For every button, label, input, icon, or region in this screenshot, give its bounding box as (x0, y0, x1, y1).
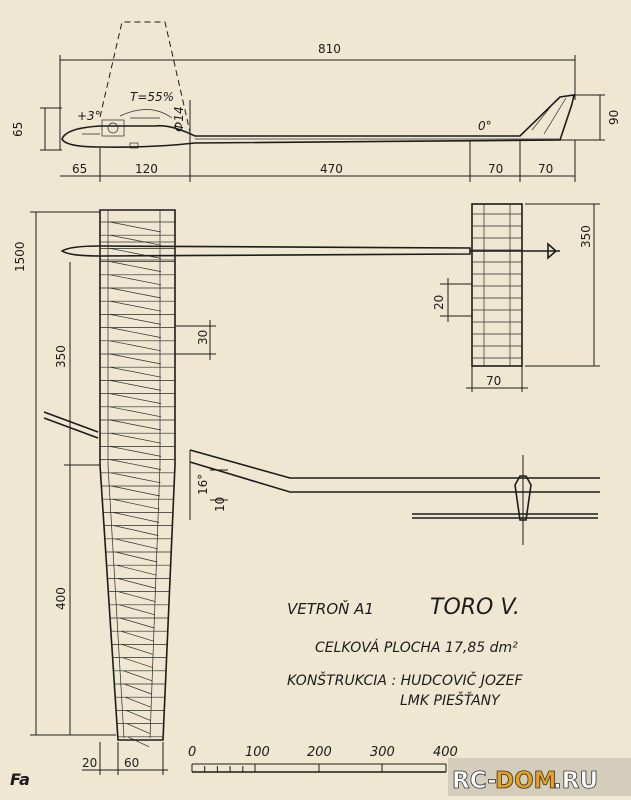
wing-top-view: 1500 350 30 400 20 60 (13, 209, 471, 775)
dim-span: 1500 (13, 241, 27, 272)
rib-line (109, 261, 162, 272)
construction-line1: KONŠTRUKCIA : HUDCOVIČ JOZEF (287, 671, 523, 689)
scale-tick-200: 200 (307, 745, 332, 760)
scale-tick-100: 100 (245, 745, 270, 760)
rib-line (117, 578, 157, 589)
rib-line (109, 366, 162, 378)
rib-line (127, 736, 150, 748)
dim-total-length: 810 (318, 42, 341, 56)
signature: Fa (10, 770, 30, 789)
dim-root-60: 60 (124, 756, 139, 770)
rib-line (109, 221, 162, 233)
dim-seg-470: 470 (320, 162, 343, 176)
wing-outline (99, 209, 176, 741)
title-block: VETROŇ A1 TORO V. CELKOVÁ PLOCHA 17,85 d… (287, 595, 523, 709)
watermark: RC- DOM .RU (448, 758, 631, 796)
dim-seg-70a: 70 (488, 162, 503, 176)
front-view: 16° 10 (189, 449, 600, 545)
scale-tick-0: 0 (188, 745, 196, 760)
rib-line (115, 551, 158, 563)
scale-tick-300: 300 (370, 745, 395, 760)
rib-line (122, 657, 153, 668)
scale-bar: 0 100 200 300 400 (188, 745, 458, 773)
dim-seg-70b: 70 (538, 162, 553, 176)
rib-line (109, 234, 162, 246)
dim-fin-height: 90 (607, 110, 621, 125)
rib-line (109, 459, 162, 470)
rib-line (119, 617, 155, 629)
stabilizer-outline (471, 203, 523, 367)
watermark-part2: DOM (495, 768, 557, 794)
watermark-part3: .RU (553, 768, 598, 794)
rib-line (110, 472, 161, 484)
rib-line (109, 300, 162, 312)
rib-line (119, 604, 155, 616)
rib-line (109, 380, 162, 391)
rib-line (109, 248, 162, 259)
rib-line (109, 432, 162, 444)
title-name: TORO V. (430, 595, 520, 620)
rib-line (113, 512, 160, 523)
dim-stab-chord: 70 (486, 374, 501, 388)
rib-line (126, 723, 150, 734)
rib-line (109, 314, 162, 325)
rib-line (109, 327, 162, 338)
rib-line (109, 446, 162, 457)
dim-dihedral-angle: 16° (196, 474, 210, 495)
rib-line (109, 419, 162, 431)
dim-dihedral-front: +3° (77, 109, 101, 123)
rib-line (109, 393, 162, 404)
rib-line (124, 683, 152, 695)
rib-line (114, 538, 158, 550)
rib-line (111, 485, 161, 497)
dim-root-20: 20 (82, 756, 97, 770)
rib-line (109, 287, 162, 299)
stabilizer-top-view: 350 20 70 (432, 203, 600, 392)
dim-seg-65: 65 (72, 162, 87, 176)
rib-line (125, 710, 151, 721)
dim-profile: T=55% (130, 90, 174, 104)
dim-diameter: Ф14 (172, 106, 186, 132)
side-view: 810 65 +3° T=55% Ф14 0° 90 (11, 21, 621, 182)
dim-stab-20: 20 (432, 295, 446, 310)
rib-line (109, 340, 162, 352)
dim-outer-400: 400 (54, 587, 68, 610)
dim-inner-350: 350 (54, 345, 68, 368)
title-prefix: VETROŇ A1 (287, 599, 374, 618)
rib-line (109, 353, 162, 365)
scale-tick-400: 400 (433, 745, 458, 760)
dim-dihedral-10: 10 (213, 497, 227, 512)
dim-nose-height: 65 (11, 122, 25, 137)
rib-line (109, 406, 162, 418)
fuselage-side (61, 94, 576, 148)
rib-line (125, 696, 151, 708)
rib-line (123, 670, 153, 682)
rib-line (116, 564, 157, 576)
rib-line (109, 274, 162, 286)
rib-line (120, 630, 154, 642)
rib-line (112, 498, 160, 510)
rib-line (118, 591, 156, 602)
dim-tail-angle: 0° (478, 119, 492, 133)
rib-line (113, 525, 159, 536)
dim-seg-120: 120 (135, 162, 158, 176)
construction-line2: LMK PIEŠŤANY (400, 691, 501, 709)
watermark-part1: RC- (452, 768, 497, 794)
dim-rib-30: 30 (196, 330, 210, 345)
rib-line (121, 644, 154, 655)
area-text: CELKOVÁ PLOCHA 17,85 dm² (315, 639, 518, 656)
dim-stab-span: 350 (579, 225, 593, 248)
